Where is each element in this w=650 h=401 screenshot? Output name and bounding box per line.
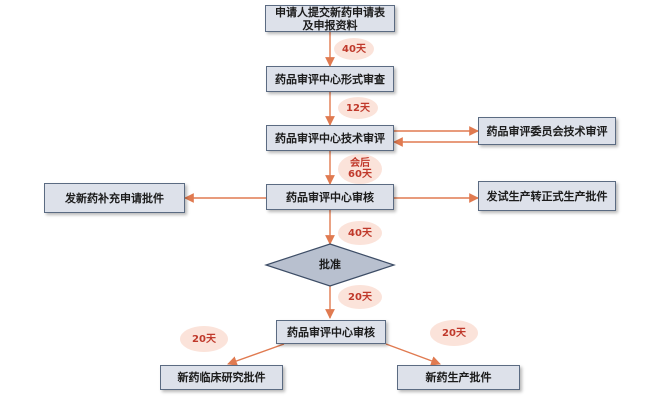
duration-badge: 20天 [430, 320, 478, 346]
arrow-review2-to-clinical [227, 343, 285, 366]
approve-label: 批准 [319, 258, 341, 271]
node-trial-to-formal: 发试生产转正式生产批件 [478, 181, 616, 211]
node-review2: 药品审评中心审核 [276, 320, 386, 344]
approve-diamond [264, 243, 396, 287]
node-clinical: 新药临床研究批件 [160, 365, 283, 390]
duration-badge: 20天 [338, 285, 382, 309]
node-committee-review: 药品审评委员会技术审评 [478, 117, 616, 145]
node-production: 新药生产批件 [397, 365, 520, 390]
node-review1: 药品审评中心审核 [266, 184, 394, 210]
duration-badge: 40天 [334, 38, 374, 60]
duration-badge: 20天 [180, 326, 228, 352]
node-formal-review: 药品审评中心形式审查 [266, 66, 394, 92]
duration-badge: 12天 [338, 97, 378, 119]
node-supplement: 发新药补充申请批件 [44, 183, 185, 213]
node-submit: 申请人提交新药申请表 及申报资料 [265, 5, 395, 32]
duration-badge: 会后 60天 [338, 154, 382, 184]
duration-badge: 40天 [338, 221, 382, 245]
node-tech-review: 药品审评中心技术审评 [266, 125, 394, 151]
arrow-review2-to-production [385, 343, 441, 366]
